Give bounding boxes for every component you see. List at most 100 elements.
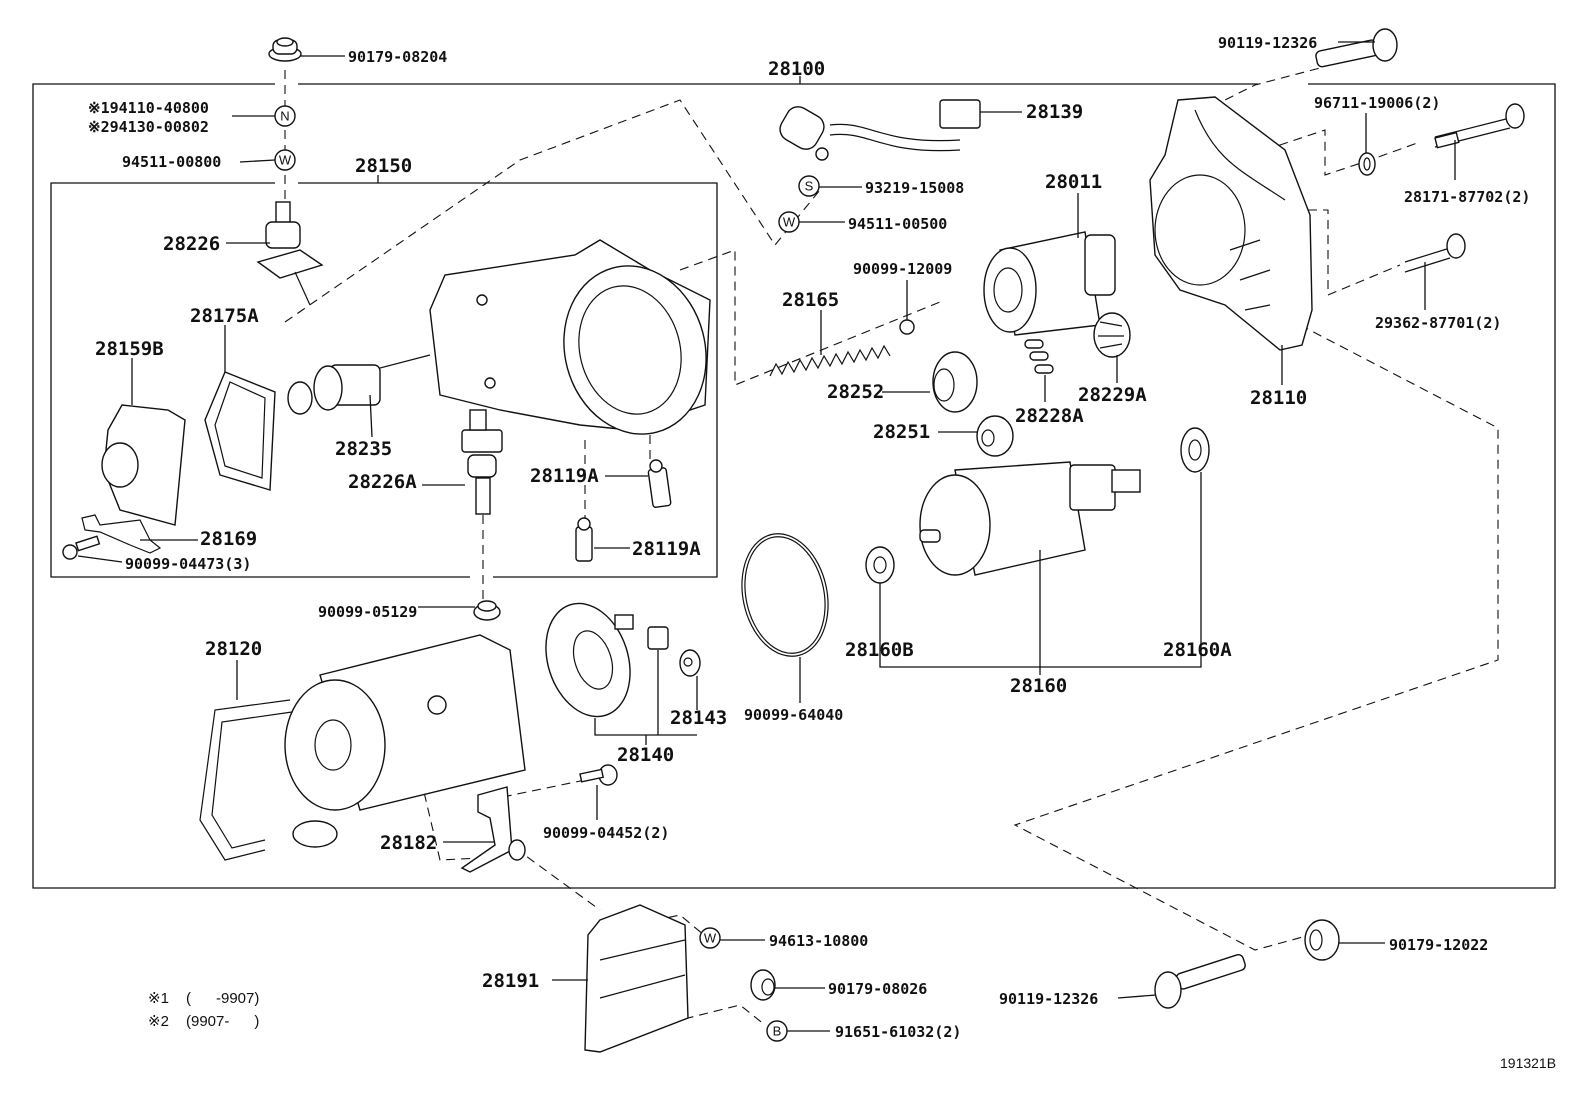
callout-90099-04452[interactable]: 90099-04452(2) xyxy=(543,824,669,842)
callout-90119-12326-bottom[interactable]: 90119-12326 xyxy=(999,990,1098,1008)
idler-gear-drawing xyxy=(932,351,978,413)
svg-text:S: S xyxy=(805,179,814,194)
callout-94130-00802[interactable]: ※294130-00802 xyxy=(88,118,209,136)
screw-drawing xyxy=(62,535,101,560)
footnote-2-mark: ※2 xyxy=(148,1013,169,1030)
callout-28171-87702[interactable]: 28171-87702(2) xyxy=(1404,188,1530,206)
callout-90179-08204[interactable]: 90179-08204 xyxy=(348,48,447,66)
callout-28191[interactable]: 28191 xyxy=(482,970,539,992)
brush-holder-drawing xyxy=(545,602,669,718)
bracket-screw-drawing xyxy=(579,764,618,786)
callout-28139[interactable]: 28139 xyxy=(1026,101,1083,123)
contact-drawing-1 xyxy=(647,459,672,508)
bracket-28182-drawing xyxy=(460,786,526,873)
through-bolt-drawing xyxy=(1434,103,1525,149)
callout-90099-05129[interactable]: 90099-05129 xyxy=(318,603,417,621)
callout-90099-12009[interactable]: 90099-12009 xyxy=(853,260,952,278)
callout-96711-19006[interactable]: 96711-19006(2) xyxy=(1314,94,1440,112)
lead-wire-drawing xyxy=(779,99,981,161)
brush-spring-drawing xyxy=(679,649,701,677)
alignment-lines xyxy=(284,67,1499,1026)
return-spring-drawing xyxy=(769,344,891,377)
group-label-28140[interactable]: 28140 xyxy=(617,744,674,766)
callout-28011[interactable]: 28011 xyxy=(1045,171,1102,193)
callout-28159b[interactable]: 28159B xyxy=(95,338,164,360)
nut-symbol-icon: N xyxy=(274,105,296,127)
group-label-28160[interactable]: 28160 xyxy=(1010,675,1067,697)
footnote-1-text: ( -9907) xyxy=(186,990,259,1007)
steel-ball-drawing xyxy=(899,319,915,335)
clutch-drawing xyxy=(983,231,1116,336)
roller-drawing xyxy=(1024,339,1054,374)
large-o-ring-drawing xyxy=(741,533,829,657)
callout-90099-04473[interactable]: 90099-04473(3) xyxy=(125,555,251,573)
callout-29362-87701[interactable]: 29362-87701(2) xyxy=(1375,314,1501,332)
terminal-bolt-drawing xyxy=(256,201,324,306)
footnotes: ※1 ( -9907) ※2 (9907- ) xyxy=(148,990,259,1030)
gasket-drawing xyxy=(204,371,276,491)
bolt-drawing-bottom xyxy=(1154,953,1246,1009)
callout-28226a[interactable]: 28226A xyxy=(348,471,417,493)
pinion-gear-drawing xyxy=(976,415,1014,457)
callout-28175a[interactable]: 28175A xyxy=(190,305,259,327)
callout-28110[interactable]: 28110 xyxy=(1250,387,1307,409)
callout-28228a[interactable]: 28228A xyxy=(1015,405,1084,427)
cap-nut-drawing xyxy=(268,37,302,62)
bolt-symbol-icon: B xyxy=(766,1020,788,1042)
end-cover-drawing xyxy=(101,404,186,526)
yoke-drawing xyxy=(199,634,526,861)
callout-labels: 90179-08204 ※194110-40800 ※294130-00802 … xyxy=(88,34,1530,1041)
bearing-b-drawing xyxy=(865,546,895,584)
callout-28229a[interactable]: 28229A xyxy=(1078,384,1147,406)
switch-housing-drawing xyxy=(429,239,711,435)
assembly-frame xyxy=(32,76,1556,889)
plunger-drawing xyxy=(287,354,431,415)
callout-28160b[interactable]: 28160B xyxy=(845,639,914,661)
callout-28169[interactable]: 28169 xyxy=(200,528,257,550)
spring-washer-symbol-icon: S xyxy=(798,175,820,197)
boot-drawing xyxy=(473,600,501,621)
footnote-1-mark: ※1 xyxy=(148,990,169,1007)
armature-drawing xyxy=(919,461,1141,576)
callout-28251[interactable]: 28251 xyxy=(873,421,930,443)
lead-plate-drawing xyxy=(81,514,162,554)
svg-text:N: N xyxy=(280,109,289,124)
group-label-28150[interactable]: 28150 xyxy=(355,155,412,177)
bolt-drawing-top xyxy=(1315,28,1398,68)
callout-94511-00800[interactable]: 94511-00800 xyxy=(122,153,221,171)
bearing-a-drawing xyxy=(1180,427,1210,473)
contact-drawing-2 xyxy=(575,517,593,562)
callout-28143[interactable]: 28143 xyxy=(670,707,727,729)
bracket-28191-drawing xyxy=(584,904,689,1053)
callout-28160a[interactable]: 28160A xyxy=(1163,639,1232,661)
callout-94511-00500[interactable]: 94511-00500 xyxy=(848,215,947,233)
callout-94613-10800[interactable]: 94613-10800 xyxy=(769,932,868,950)
callout-91651-61032[interactable]: 91651-61032(2) xyxy=(835,1023,961,1041)
callout-28226[interactable]: 28226 xyxy=(163,233,220,255)
callout-28235[interactable]: 28235 xyxy=(335,438,392,460)
retainer-drawing xyxy=(1093,312,1131,358)
callout-90099-64040[interactable]: 90099-64040 xyxy=(744,706,843,724)
svg-text:B: B xyxy=(773,1024,782,1039)
callout-28119a-2[interactable]: 28119A xyxy=(632,538,701,560)
washer-symbol-icon: W xyxy=(274,149,296,171)
callout-90179-12022[interactable]: 90179-12022 xyxy=(1389,936,1488,954)
callout-90179-08026[interactable]: 90179-08026 xyxy=(828,980,927,998)
nut-drawing-right xyxy=(1304,919,1340,961)
washer-symbol-icon-2: W xyxy=(778,211,800,233)
callout-28165[interactable]: 28165 xyxy=(782,289,839,311)
svg-text:W: W xyxy=(704,931,717,946)
svg-text:W: W xyxy=(783,215,796,230)
magnetic-switch-frame xyxy=(50,175,718,578)
group-label-28100[interactable]: 28100 xyxy=(768,58,825,80)
washer-symbol-icon-3: W xyxy=(699,927,721,949)
svg-text:W: W xyxy=(279,153,292,168)
callout-28119a-1[interactable]: 28119A xyxy=(530,465,599,487)
callout-93219-15008[interactable]: 93219-15008 xyxy=(865,179,964,197)
callout-28252[interactable]: 28252 xyxy=(827,381,884,403)
callout-90119-12326-top[interactable]: 90119-12326 xyxy=(1218,34,1317,52)
housing-drawing xyxy=(1149,96,1313,351)
callout-28120[interactable]: 28120 xyxy=(205,638,262,660)
callout-28182[interactable]: 28182 xyxy=(380,832,437,854)
callout-94110-40800[interactable]: ※194110-40800 xyxy=(88,99,209,117)
